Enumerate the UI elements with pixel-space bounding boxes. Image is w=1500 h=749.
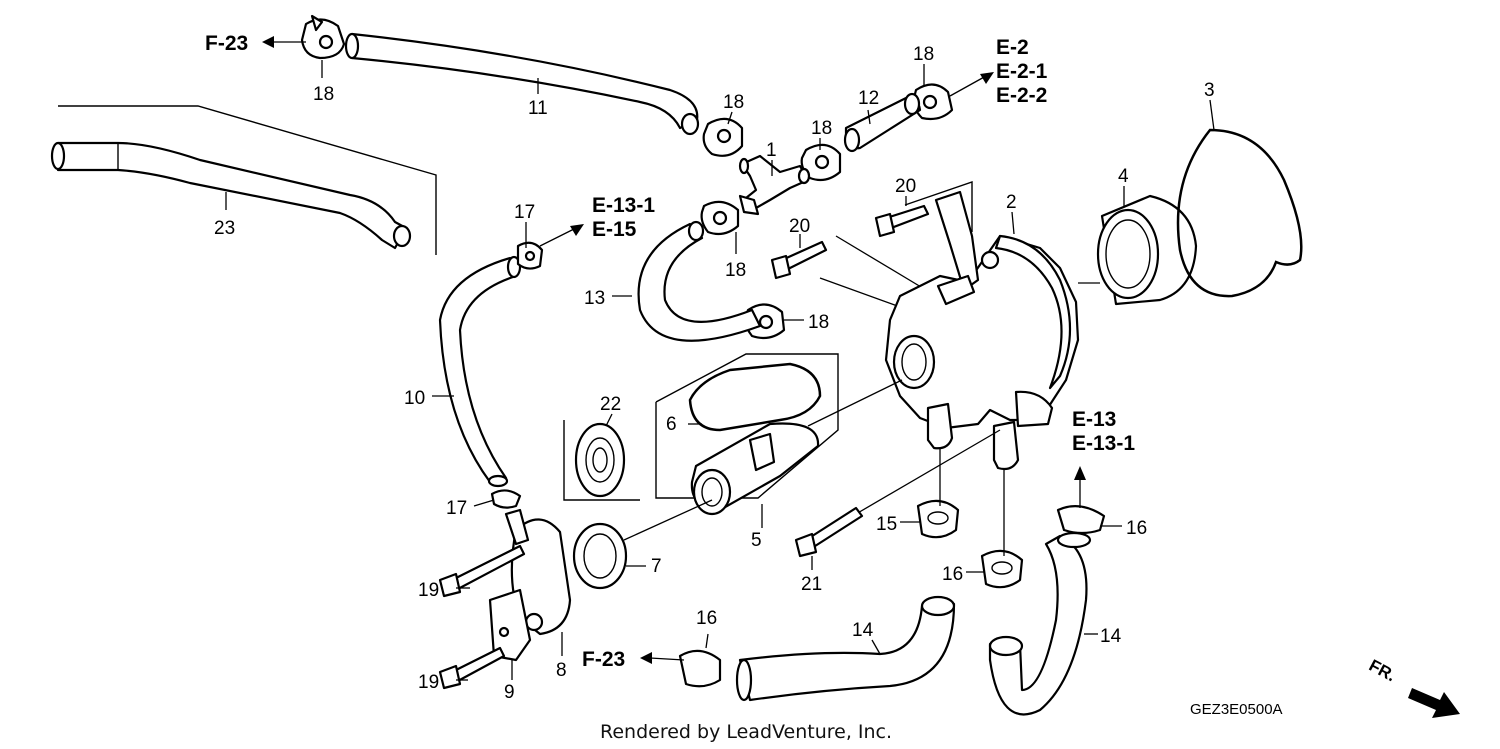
label-20: 20 <box>789 216 810 237</box>
cover-8 <box>504 508 572 636</box>
label-22: 22 <box>600 394 621 415</box>
ref-e2[interactable]: E-2 <box>996 36 1029 59</box>
diagram-code: GEZ3E0500A <box>1190 701 1283 718</box>
bolt-19-lower <box>438 646 506 690</box>
gasket-3 <box>1176 128 1303 298</box>
ref-e2-1[interactable]: E-2-1 <box>996 60 1048 83</box>
label-18: 18 <box>725 260 746 281</box>
label-10: 10 <box>404 388 425 409</box>
label-7: 7 <box>651 556 662 577</box>
clamp-18-top-left <box>300 14 346 60</box>
clamp-17-lower <box>490 489 522 509</box>
label-20: 20 <box>895 176 916 197</box>
bolt-19-upper <box>438 544 526 598</box>
label-6: 6 <box>666 414 677 435</box>
hose-10 <box>438 255 522 488</box>
label-14: 14 <box>1100 626 1122 647</box>
clamp-18-lower <box>700 200 740 236</box>
label-18: 18 <box>808 312 829 333</box>
label-23: 23 <box>214 218 235 239</box>
pump-body-2 <box>819 181 1080 471</box>
footer-credit: Rendered by LeadVenture, Inc. <box>600 721 892 743</box>
ref-e13[interactable]: E-13 <box>1072 408 1116 431</box>
clamp-18-upper <box>702 117 744 157</box>
hose-14 <box>988 531 1092 716</box>
label-12: 12 <box>858 88 879 109</box>
ref-e15[interactable]: E-15 <box>592 218 637 241</box>
clamp-17-upper <box>516 241 544 270</box>
hose-23 <box>50 105 437 255</box>
label-16: 16 <box>696 608 717 629</box>
label-19: 19 <box>418 672 439 693</box>
label-11: 11 <box>528 98 548 119</box>
label-leaders <box>225 60 1215 681</box>
ring-7 <box>572 499 713 590</box>
seal-4 <box>1078 194 1198 306</box>
label-5: 5 <box>751 530 762 551</box>
label-2: 2 <box>1006 192 1017 213</box>
part-labels: 18 11 18 1 18 12 18 3 4 20 2 20 23 17 18… <box>214 44 1215 703</box>
label-18: 18 <box>723 92 744 113</box>
ref-e13-1-left[interactable]: E-13-1 <box>592 194 655 217</box>
impeller-group <box>655 353 903 516</box>
clamp-16-b <box>980 549 1024 589</box>
ref-e2-2[interactable]: E-2-2 <box>996 84 1047 107</box>
hose-15 <box>735 595 956 702</box>
label-18: 18 <box>313 84 334 105</box>
reference-arrows <box>262 36 1086 664</box>
clamp-18-right <box>744 303 786 340</box>
front-direction-arrow <box>1408 688 1460 718</box>
hose-12 <box>843 92 922 153</box>
clamp-16-d <box>678 649 722 688</box>
clamp-16-c <box>1056 505 1106 535</box>
ref-f23-bottom[interactable]: F-23 <box>582 648 625 671</box>
clamp-16-a <box>916 499 960 539</box>
label-13: 13 <box>584 288 605 309</box>
label-1: 1 <box>766 140 777 161</box>
label-3: 3 <box>1204 80 1215 101</box>
label-17: 17 <box>514 202 535 223</box>
label-16: 16 <box>942 564 963 585</box>
label-18: 18 <box>913 44 934 65</box>
seal-22 <box>563 420 640 501</box>
label-21: 21 <box>801 574 822 595</box>
label-16: 16 <box>1126 518 1147 539</box>
label-16: 15 <box>876 514 897 535</box>
label-8: 8 <box>556 660 567 681</box>
bolt-20-lower <box>770 240 828 280</box>
bolt-21 <box>794 429 1001 558</box>
clamp-18-mid <box>800 143 842 182</box>
fitting-1 <box>738 154 811 216</box>
hose-11 <box>344 32 700 136</box>
ref-f23-top[interactable]: F-23 <box>205 32 248 55</box>
label-17: 17 <box>446 498 467 519</box>
label-9: 9 <box>504 682 515 703</box>
label-4: 4 <box>1118 166 1129 187</box>
front-direction-label: FR. <box>1366 656 1399 686</box>
label-19: 19 <box>418 580 439 601</box>
label-18: 18 <box>811 118 832 139</box>
bracket-9 <box>488 588 532 662</box>
ref-e13-1-right[interactable]: E-13-1 <box>1072 432 1135 455</box>
label-15: 14 <box>852 620 874 641</box>
bolt-20-upper <box>874 204 930 238</box>
hose-13 <box>637 220 762 342</box>
reference-labels: F-23 E-2 E-2-1 E-2-2 E-13-1 E-15 E-13 E-… <box>205 32 1135 671</box>
